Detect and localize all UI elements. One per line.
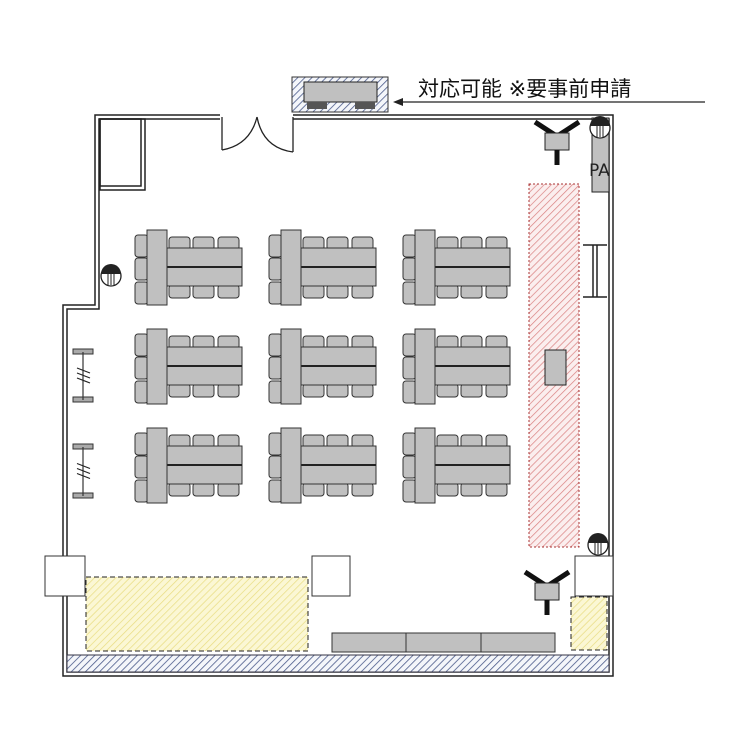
chair [460,383,483,398]
outlet-icon [100,264,122,287]
walls [62,114,614,677]
chair [268,432,283,456]
outlet-icon [587,533,609,556]
chair [268,356,283,380]
table-group [134,427,243,504]
chair [326,284,349,299]
chair [402,455,417,479]
chair [134,356,149,380]
partition-icon [72,443,94,499]
chair [134,257,149,281]
note-arrow [393,98,705,106]
chair [134,234,149,258]
chair [268,333,283,357]
chair [402,356,417,380]
podium [544,349,567,386]
reserved-area-small [570,596,608,651]
chair [402,380,417,404]
chair [351,284,374,299]
chair [217,284,240,299]
chair [134,281,149,305]
chair [326,482,349,497]
chair [402,432,417,456]
chair [192,284,215,299]
chair [192,383,215,398]
chair [268,281,283,305]
table [146,328,168,405]
chair [168,383,191,398]
chair [168,482,191,497]
chair [268,234,283,258]
chair [402,479,417,503]
chair [351,482,374,497]
chair [268,479,283,503]
outlet-icon [589,116,611,139]
chair [402,281,417,305]
table-group [402,229,511,306]
table-group [402,328,511,405]
chair [436,284,459,299]
chair [134,479,149,503]
chair [436,383,459,398]
chair [351,383,374,398]
chair [217,482,240,497]
chair [302,482,325,497]
table [414,427,436,504]
equipment-cart [291,76,389,113]
closet [99,118,146,191]
pillar [44,555,86,597]
table [146,229,168,306]
chair [192,482,215,497]
window-strip [66,654,610,673]
chair [168,284,191,299]
table [280,427,302,504]
chair [134,380,149,404]
chair [268,257,283,281]
table-group [134,328,243,405]
pa-label: PA [589,161,610,181]
double-door[interactable] [221,116,294,153]
table [414,229,436,306]
table-group [402,427,511,504]
chair [436,482,459,497]
table [280,328,302,405]
chair [402,234,417,258]
speaker-stand-icon [533,119,581,165]
pillar [574,555,614,597]
screen [583,244,607,298]
note-text: 対応可能 ※要事前申請 [418,77,631,101]
chair [302,383,325,398]
chair [402,257,417,281]
table [280,229,302,306]
chair [134,432,149,456]
chair [217,383,240,398]
chair [326,383,349,398]
speaker-stand-icon [523,569,571,615]
chair [485,284,508,299]
chair [302,284,325,299]
table [146,427,168,504]
chair [268,455,283,479]
chair [460,482,483,497]
chair [485,482,508,497]
table-group [268,427,377,504]
chair [268,380,283,404]
table-group [134,229,243,306]
table-group [268,229,377,306]
table [414,328,436,405]
table-group [268,328,377,405]
partition-icon [72,348,94,403]
chair [134,333,149,357]
pillar [311,555,351,597]
chair [485,383,508,398]
counter-bench [331,632,556,653]
reserved-area [85,576,309,652]
chair [134,455,149,479]
chair [460,284,483,299]
chair [402,333,417,357]
